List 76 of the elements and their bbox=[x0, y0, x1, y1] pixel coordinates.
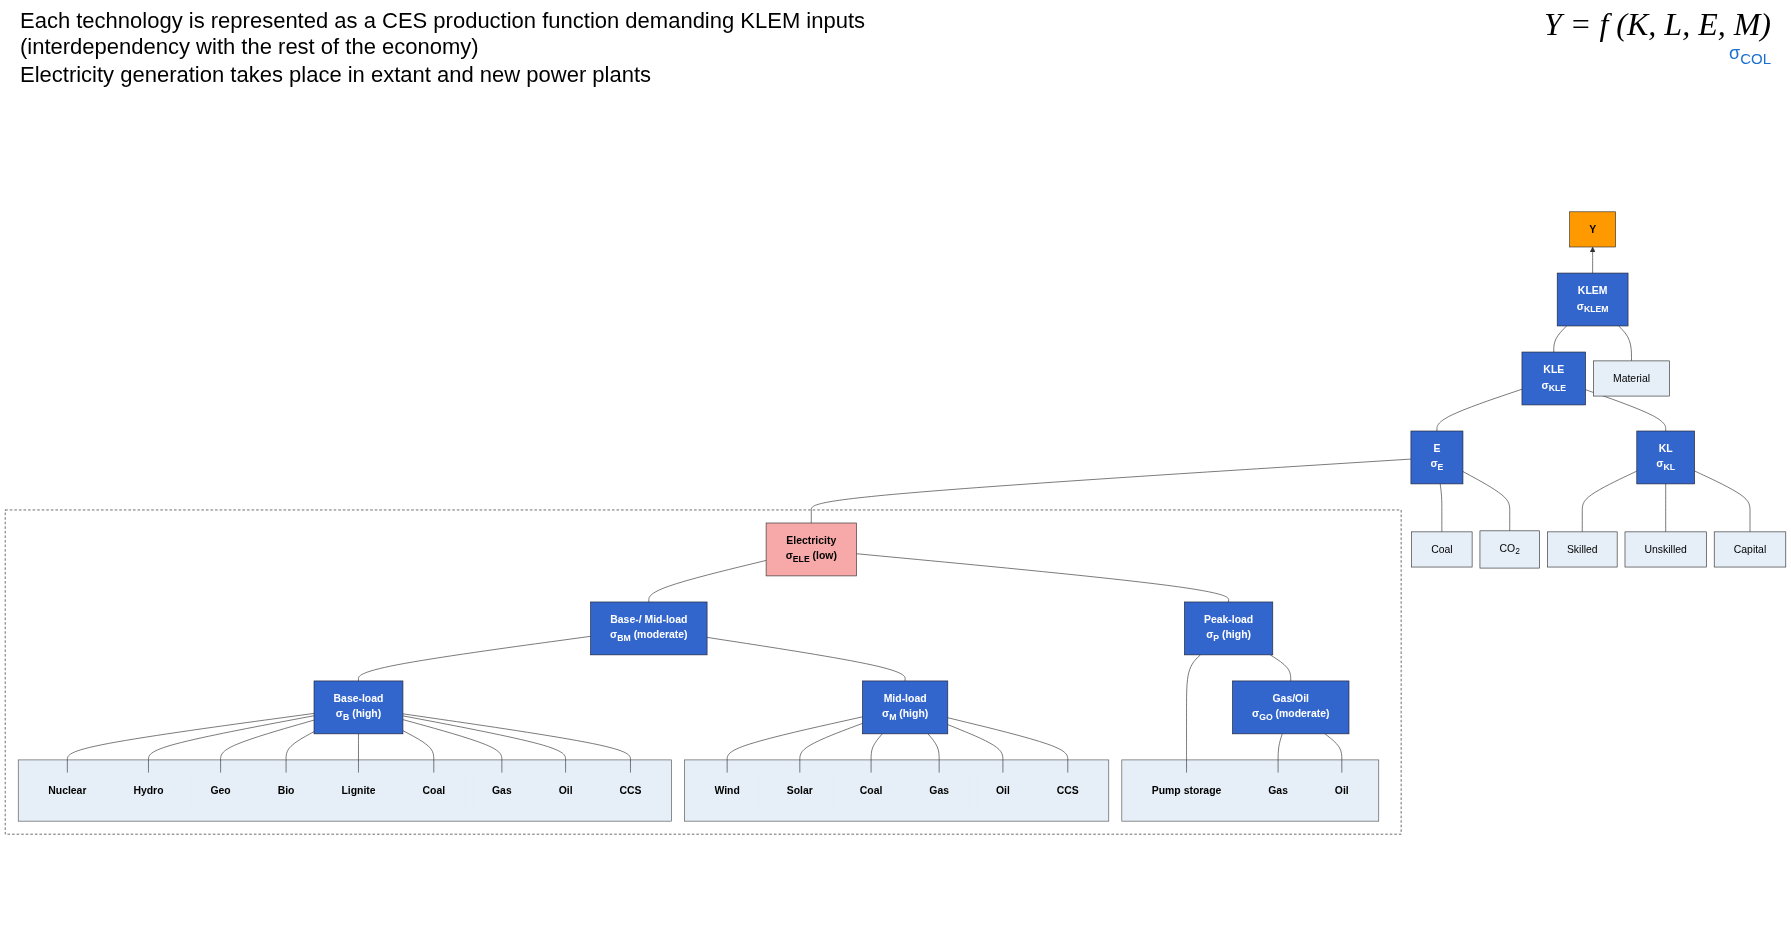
node-text: Gas bbox=[929, 784, 950, 796]
connector bbox=[1694, 470, 1751, 533]
node-text: Coal bbox=[859, 784, 883, 796]
connector bbox=[1269, 654, 1292, 682]
node-box: Gas/Oil σ$_{GO}$ (moderate) bbox=[1232, 680, 1350, 735]
node-text: Bio bbox=[277, 784, 295, 796]
connector bbox=[726, 716, 863, 774]
node-box: Coal bbox=[1411, 531, 1473, 568]
node-box: Base-load σ$_{B}$ (high) bbox=[313, 680, 404, 735]
node-text: Nuclear bbox=[48, 784, 87, 796]
cluster bbox=[17, 759, 672, 822]
cluster bbox=[684, 759, 1110, 822]
formula-text: Y = f (K, L, E, M) bbox=[1544, 6, 1771, 43]
node-box: Electricity σ$_{ELE}$ (low) bbox=[765, 522, 857, 577]
node-text: Geo bbox=[210, 784, 231, 796]
connector bbox=[947, 724, 1004, 774]
connector bbox=[402, 715, 566, 774]
node-text: Wind bbox=[714, 784, 740, 796]
connector bbox=[1462, 471, 1511, 532]
connector bbox=[1186, 654, 1201, 774]
connector bbox=[856, 553, 1229, 603]
node-box: CO$_{2}$ bbox=[1479, 530, 1540, 569]
node-text: Solar bbox=[786, 784, 813, 796]
connector bbox=[148, 715, 315, 774]
connector bbox=[706, 637, 906, 682]
connector bbox=[358, 636, 591, 682]
cluster bbox=[4, 509, 1402, 835]
node-box: Capital bbox=[1713, 531, 1787, 568]
node-text: Lignite bbox=[341, 784, 376, 796]
connector bbox=[358, 733, 359, 774]
node-text: CCS bbox=[1056, 784, 1079, 796]
note-text: Each technology is represented as a CES production function demanding KLEM inputs (interdependency with the rest of the economy) bbox=[20, 8, 867, 60]
node-text: Gas bbox=[1268, 784, 1288, 796]
node-box: Unskilled bbox=[1624, 531, 1707, 568]
connector bbox=[799, 723, 863, 774]
connector bbox=[810, 458, 1412, 524]
connector bbox=[870, 733, 883, 774]
connector bbox=[1439, 483, 1443, 533]
node-text: Gas bbox=[492, 784, 512, 796]
connector bbox=[927, 733, 940, 774]
node-text: CCS bbox=[619, 784, 642, 796]
node-text: Oil bbox=[995, 784, 1010, 796]
connector bbox=[402, 719, 503, 774]
connector bbox=[67, 713, 315, 774]
node-box: Y bbox=[1569, 211, 1616, 248]
node-text: Oil bbox=[558, 784, 573, 796]
connector bbox=[947, 717, 1069, 774]
node-box: Skilled bbox=[1547, 531, 1618, 568]
connector bbox=[1665, 483, 1667, 533]
connector bbox=[1581, 470, 1638, 533]
note-text: Electricity generation takes place in extant and new power plants bbox=[20, 62, 653, 88]
connector bbox=[402, 730, 435, 774]
node-text: Coal bbox=[422, 784, 446, 796]
connector bbox=[1585, 389, 1667, 432]
node-box: Material bbox=[1593, 360, 1670, 397]
connector bbox=[648, 560, 767, 603]
connector bbox=[1436, 388, 1523, 432]
cluster bbox=[1121, 759, 1380, 822]
connector bbox=[220, 719, 315, 774]
node-text: Hydro bbox=[133, 784, 164, 796]
node-box: KLE σ$_{KLE}$ bbox=[1521, 351, 1586, 406]
node-box: Peak-load σ$_{P}$ (high) bbox=[1184, 601, 1274, 656]
node-text: Oil bbox=[1334, 784, 1349, 796]
node-box: KLEM σ$_{KLEM}$ bbox=[1556, 272, 1629, 327]
connector bbox=[1553, 325, 1567, 353]
node-box: KL σ$_{KL}$ bbox=[1636, 430, 1695, 485]
connector bbox=[402, 713, 631, 774]
elasticity-label: σ$_{COL}$ bbox=[1728, 43, 1771, 67]
connector bbox=[1277, 733, 1283, 774]
node-box: Mid-load σ$_{M}$ (high) bbox=[862, 680, 949, 735]
node-box: Base-/ Mid-load σ$_{BM}$ (moderate) bbox=[590, 601, 708, 656]
connector bbox=[1618, 325, 1632, 362]
node-text: Pump storage bbox=[1151, 784, 1222, 796]
connector bbox=[1324, 733, 1343, 774]
node-box: E σ$_{E}$ bbox=[1410, 430, 1464, 485]
connector bbox=[285, 731, 315, 774]
